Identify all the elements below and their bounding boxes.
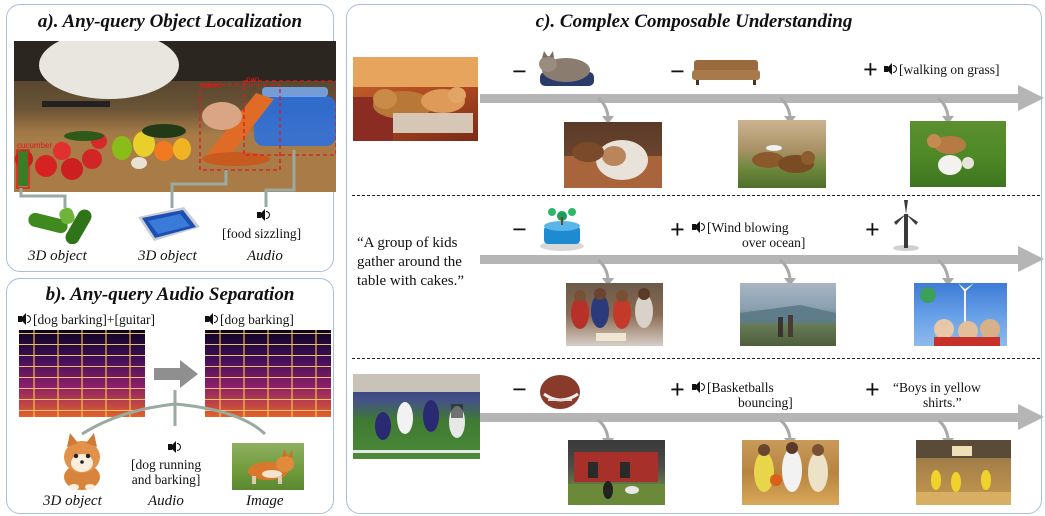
row1-composition-arrow — [480, 85, 1044, 111]
tablet-3d-icon — [136, 205, 202, 243]
cucumber-3d-icon — [24, 204, 106, 244]
caption-audio-a: Audio — [247, 248, 283, 264]
caption-3d-object-b: 3D object — [43, 493, 102, 509]
row3-composition-arrow — [480, 404, 1044, 430]
row3-football-helmet-3d-object — [538, 372, 582, 414]
input-audio-label: [dog barking]+[guitar] — [18, 312, 155, 327]
row1-sofa-3d-object — [692, 56, 760, 86]
caption-audio-b: Audio — [148, 493, 184, 509]
output-audio-label: [dog barking] — [205, 312, 294, 327]
row3-plus-1: + — [670, 375, 685, 404]
row3-result-field-building — [568, 440, 665, 505]
row2-wind-turbine-3d-object — [890, 200, 922, 252]
speaker-icon — [205, 313, 218, 325]
row2-plus-2: + — [865, 215, 880, 244]
row3-result-basketball-players — [742, 440, 839, 505]
cucumber-box-label: cucumber — [17, 141, 53, 150]
row3-plus-2: + — [865, 375, 880, 404]
row2-text-query: “A group of kids gather around the table… — [357, 235, 465, 289]
row1-minus-1: − — [512, 57, 527, 86]
row1-result-dogs-on-grass — [738, 120, 826, 188]
row2-cake-3d-object — [538, 200, 586, 252]
panel-b-connectors — [81, 390, 267, 436]
row1-result-dog-with-ball — [910, 121, 1006, 187]
panel-c-title: c). Complex Composable Understanding — [535, 11, 853, 32]
speaker-icon — [18, 313, 31, 325]
speaker-icon — [692, 381, 705, 393]
audio-query-food-sizzling: [food sizzling] — [222, 226, 302, 241]
output-spectrogram — [205, 330, 331, 417]
row3-query-image-football — [353, 374, 480, 459]
row3-text-query: “Boys in yellow shirts.” — [893, 380, 981, 410]
kitchen-scene-drawing — [14, 41, 336, 192]
input-spectrogram — [19, 330, 145, 417]
row3-minus: − — [512, 375, 527, 404]
audio-query-dog-running: [dog running and barking] — [131, 457, 202, 487]
row2-result-people-by-ocean — [740, 283, 836, 346]
row2-composition-arrow — [480, 246, 1044, 272]
caption-image-b: Image — [246, 493, 284, 509]
panel-a-connectors — [19, 150, 296, 208]
row1-minus-2: − — [670, 57, 685, 86]
row3-audio-query: [Basketballs bouncing] — [692, 380, 793, 410]
row3-result-gym-boys-yellow — [916, 440, 1011, 505]
speaker-icon — [884, 63, 897, 75]
row2-audio-query: [Wind blowing over ocean] — [692, 220, 805, 250]
row1-cat-3d-object — [536, 50, 598, 90]
speaker-icon — [692, 221, 705, 233]
speaker-icon — [257, 208, 272, 223]
panel-b-title: b). Any-query Audio Separation — [45, 284, 295, 305]
row1-result-bulldog — [564, 122, 662, 188]
row-separator-1 — [352, 195, 1040, 196]
kitchen-scene-image: cucumber tablet pan — [14, 41, 336, 192]
tablet-box-label: tablet — [201, 81, 221, 90]
caption-3d-object-2: 3D object — [138, 248, 197, 264]
row2-minus: − — [512, 215, 527, 244]
speaker-icon — [168, 440, 183, 455]
row2-plus-1: + — [670, 215, 685, 244]
separation-arrow — [154, 360, 198, 388]
row2-result-kids-with-turbine — [914, 283, 1007, 346]
row-separator-2 — [352, 358, 1040, 359]
shiba-3d-object — [56, 433, 108, 491]
row1-plus: + — [863, 55, 878, 84]
row1-audio-query: [walking on grass] — [884, 62, 999, 77]
row1-query-image-dog-and-cat — [353, 57, 478, 141]
panel-a-title: a). Any-query Object Localization — [37, 11, 303, 32]
corgi-image — [232, 443, 304, 490]
caption-3d-object-1: 3D object — [28, 248, 87, 264]
pan-box-label: pan — [246, 75, 260, 84]
row2-result-kids-with-cake — [566, 283, 663, 346]
